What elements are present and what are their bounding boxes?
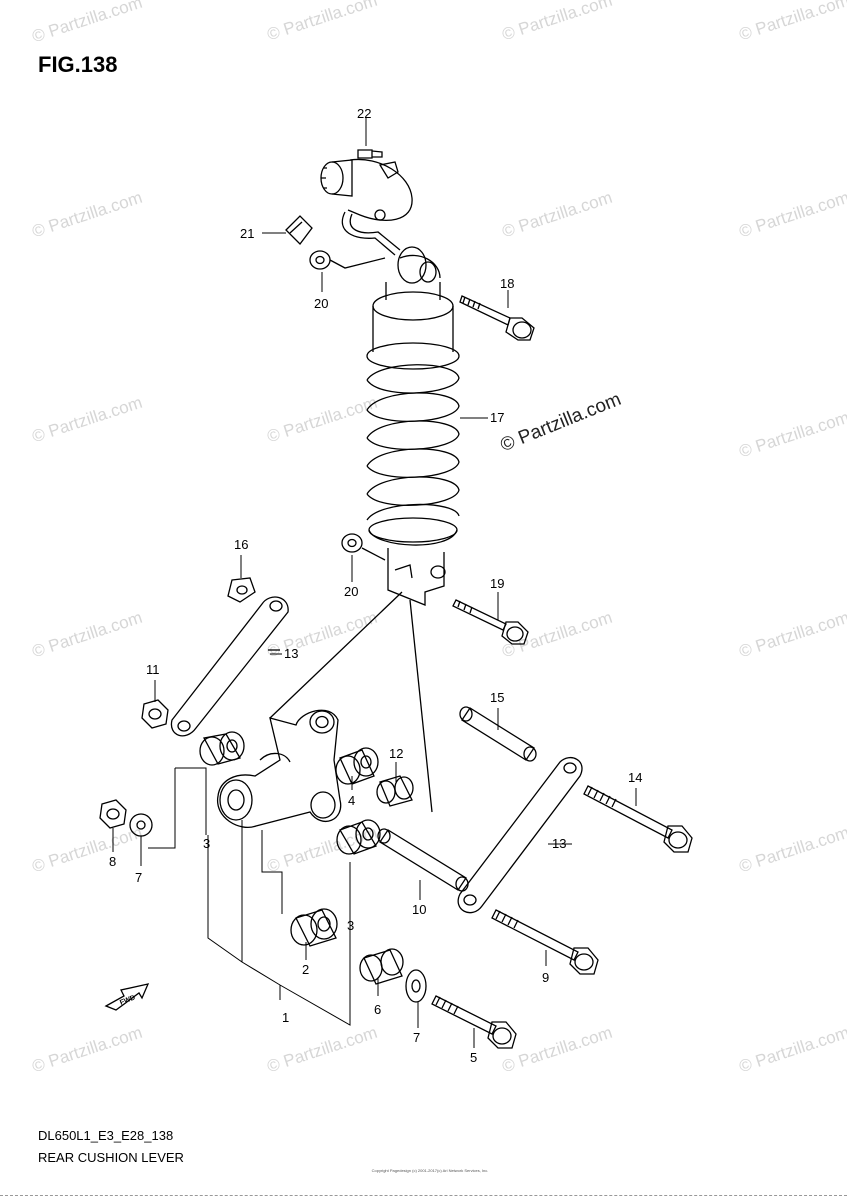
callout-13: 13 — [284, 646, 298, 661]
spacer-4 — [335, 747, 379, 785]
callout-1: 1 — [282, 1010, 289, 1025]
shock-absorber — [269, 246, 460, 813]
callout-9: 9 — [542, 970, 549, 985]
bolt-19 — [452, 599, 529, 645]
callout-12: 12 — [389, 746, 403, 761]
figure-title: FIG.138 — [38, 52, 118, 77]
washer-7-lower — [405, 969, 427, 1003]
bolt-18 — [459, 295, 535, 341]
callout-13: 13 — [552, 836, 566, 851]
pipe-10 — [377, 828, 469, 892]
model-code: DL650L1_E3_E28_138 — [38, 1128, 174, 1143]
leader-lines — [112, 118, 637, 1048]
bolt-14 — [583, 785, 693, 853]
bolt-9 — [491, 909, 599, 975]
callout-3: 3 — [347, 918, 354, 933]
pipe-15 — [459, 706, 537, 762]
fwd-label: FWD — [119, 994, 136, 1006]
spacer-6 — [359, 948, 404, 985]
callout-16: 16 — [234, 537, 248, 552]
section-name: REAR CUSHION LEVER — [38, 1150, 184, 1165]
page-border — [0, 1195, 847, 1196]
bearing-2 — [290, 908, 338, 947]
bolt-5 — [431, 995, 517, 1049]
bearing-3b — [336, 819, 381, 855]
callout-18: 18 — [500, 276, 514, 291]
callout-20: 20 — [344, 584, 358, 599]
nut-8 — [99, 799, 127, 829]
bearing-3a — [199, 731, 245, 766]
callout-14: 14 — [628, 770, 642, 785]
callout-20: 20 — [314, 296, 328, 311]
rod-13-lower — [457, 757, 583, 914]
rod-13-upper — [170, 577, 289, 737]
fwd-arrow-icon — [104, 983, 150, 1011]
nut-11 — [141, 699, 169, 729]
lever-body — [217, 709, 342, 828]
callout-22: 22 — [357, 106, 371, 121]
copyright-notice: Copyright Pagedesign (c) 2001-2017(c) Ar… — [371, 1168, 489, 1173]
callout-17: 17 — [490, 410, 504, 425]
callout-labels: 1 2 3 3 4 5 6 7 7 8 9 10 11 12 13 13 14 … — [109, 106, 642, 1065]
callout-19: 19 — [490, 576, 504, 591]
callout-11: 11 — [146, 662, 160, 677]
callout-4: 4 — [348, 793, 355, 808]
callout-2: 2 — [302, 962, 309, 977]
callout-8: 8 — [109, 854, 116, 869]
reservoir-assembly — [285, 149, 413, 270]
callout-3: 3 — [203, 836, 210, 851]
spacer-12 — [376, 775, 414, 807]
nut-20-lower — [341, 533, 386, 561]
callout-21: 21 — [240, 226, 254, 241]
callout-7: 7 — [135, 870, 142, 885]
callout-6: 6 — [374, 1002, 381, 1017]
callout-7: 7 — [413, 1030, 420, 1045]
callout-15: 15 — [490, 690, 504, 705]
callout-5: 5 — [470, 1050, 477, 1065]
washer-7-left — [129, 813, 153, 837]
callout-10: 10 — [412, 902, 426, 917]
